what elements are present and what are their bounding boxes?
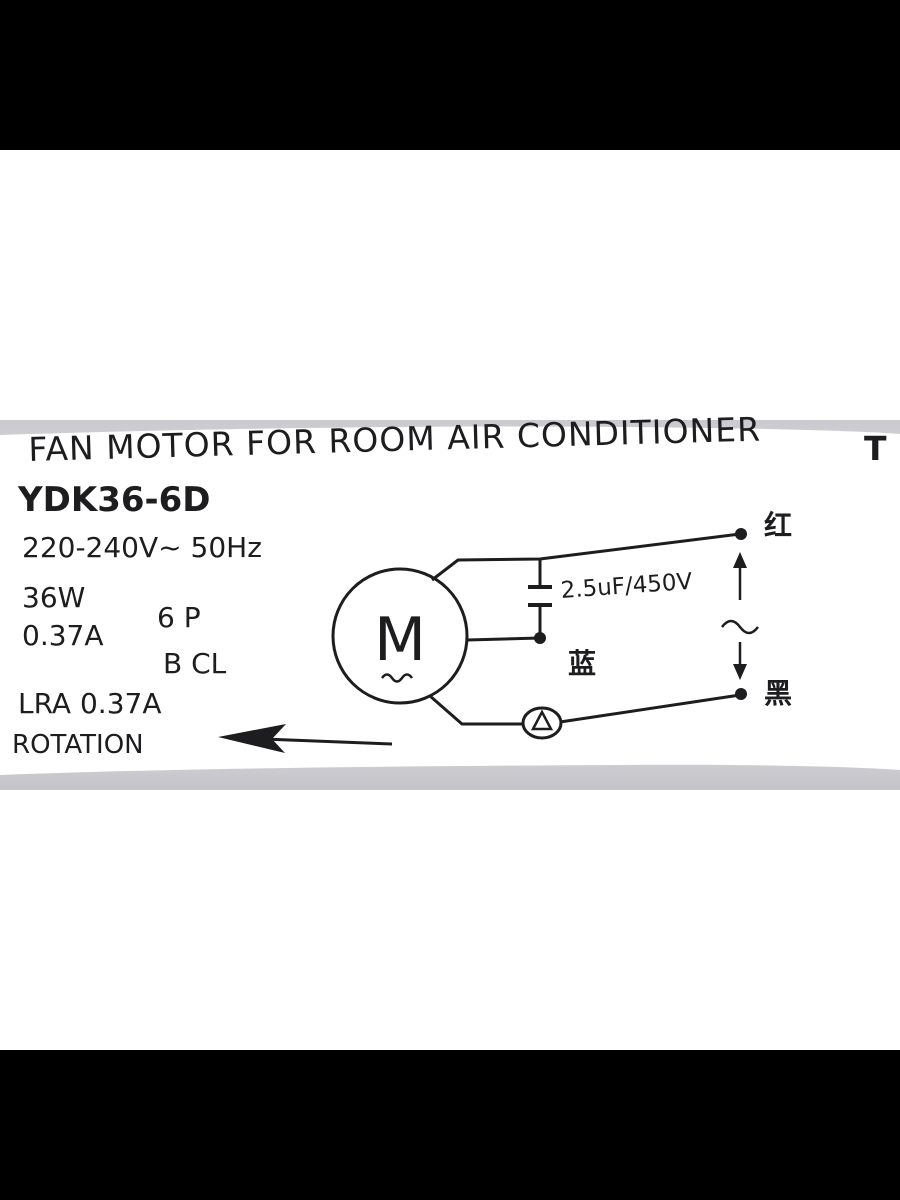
power-rating: 36W xyxy=(22,581,86,614)
supply-arrow-icon xyxy=(721,552,759,680)
top-letterbox-bar xyxy=(0,0,900,150)
model-number: YDK36-6D xyxy=(18,480,211,520)
wire-black-line xyxy=(429,688,747,726)
wiring-diagram: M xyxy=(218,528,759,753)
rotation-arrow-icon xyxy=(218,724,393,753)
motor-label-photo: FAN MOTOR FOR ROOM AIR CONDITIONER T YDK… xyxy=(0,150,900,1050)
insulation-class: B CL xyxy=(163,647,227,680)
bottom-letterbox-bar xyxy=(0,1050,900,1200)
label-sticker xyxy=(0,426,900,775)
wire-red-line xyxy=(431,528,747,582)
rotation-label: ROTATION xyxy=(12,730,144,760)
wire-label-red: 红 xyxy=(764,509,793,542)
locked-rotor-current: LRA 0.37A xyxy=(18,687,162,720)
wire-blue-line xyxy=(466,636,541,642)
wire-label-black: 黑 xyxy=(764,677,793,710)
voltage-frequency: 220-240V~ 50Hz xyxy=(22,531,262,564)
pole-count: 6 P xyxy=(157,601,201,634)
current-rating: 0.37A xyxy=(22,619,104,652)
capacitor-icon xyxy=(528,560,552,644)
motor-symbol-icon: M xyxy=(331,567,469,705)
wire-label-blue: 蓝 xyxy=(568,647,597,680)
thermal-protector-icon xyxy=(521,706,563,740)
motor-letter: M xyxy=(374,605,426,675)
label-corner-mark: T xyxy=(864,429,887,468)
